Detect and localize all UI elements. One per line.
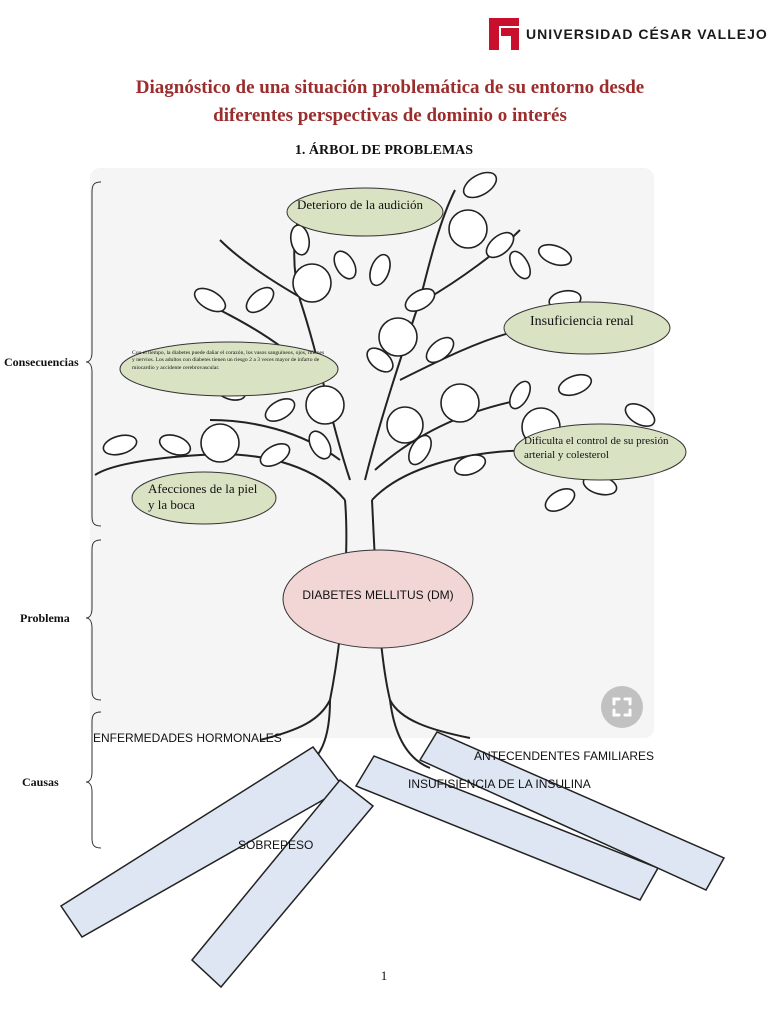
cause-insulin: INSUFISIENCIA DE LA INSULINA (408, 777, 591, 791)
problem-text: DIABETES MELLITUS (DM) (302, 588, 454, 602)
fullscreen-button[interactable] (601, 686, 643, 728)
section-heading: 1. ÁRBOL DE PROBLEMAS (294, 143, 474, 158)
cause-family: ANTECENDENTES FAMILIARES (474, 749, 655, 763)
problem-oval: DIABETES MELLITUS (DM) (281, 548, 475, 650)
title-line-1: Diagnóstico de una situación problemátic… (135, 77, 645, 98)
consequence-pressure: Dificulta el control de su presión arter… (512, 422, 688, 482)
consequence-cardiovascular: Con el tiempo, la diabetes puede dañar e… (118, 340, 340, 398)
consequence-skin-text: Afecciones de la piel y la boca (148, 481, 258, 512)
consequence-renal: Insuficiencia renal (502, 300, 672, 356)
consequence-renal-text: Insuficiencia renal (530, 314, 634, 329)
tree-apples (200, 209, 561, 463)
oval-shape (503, 301, 671, 355)
cause-hormonal: ENFERMEDADES HORMONALES (93, 731, 282, 745)
university-logo (489, 18, 519, 50)
oval-shape (282, 549, 474, 649)
page-number: 1 (380, 968, 388, 983)
root-bar-overweight (190, 778, 375, 989)
page-title: Diagnóstico de una situación problemátic… (40, 74, 740, 130)
root-bar-family (418, 731, 726, 891)
oval-shape (119, 341, 339, 397)
consequence-hearing: Deterioro de la audición (285, 186, 445, 238)
consequence-hearing-text: Deterioro de la audición (297, 197, 423, 212)
oval-shape (513, 423, 687, 481)
expand-icon (612, 697, 632, 717)
consequence-skin: Afecciones de la piel y la boca (130, 470, 278, 526)
consequence-pressure-text: Dificulta el control de su presión arter… (524, 435, 669, 461)
oval-shape (286, 187, 444, 237)
cause-overweight: SOBREPESO (238, 838, 314, 852)
university-name: UNIVERSIDAD CÉSAR VALLEJO (526, 26, 768, 42)
title-line-2: diferentes perspectivas de dominio o int… (213, 105, 567, 126)
consequence-cardiovascular-text: Con el tiempo, la diabetes puede dañar e… (132, 350, 325, 371)
label-consequences: Consecuencias (4, 355, 79, 369)
label-problem: Problema (20, 611, 70, 625)
oval-shape (131, 471, 277, 525)
side-brackets (85, 181, 102, 849)
label-causes: Causas (22, 775, 59, 789)
